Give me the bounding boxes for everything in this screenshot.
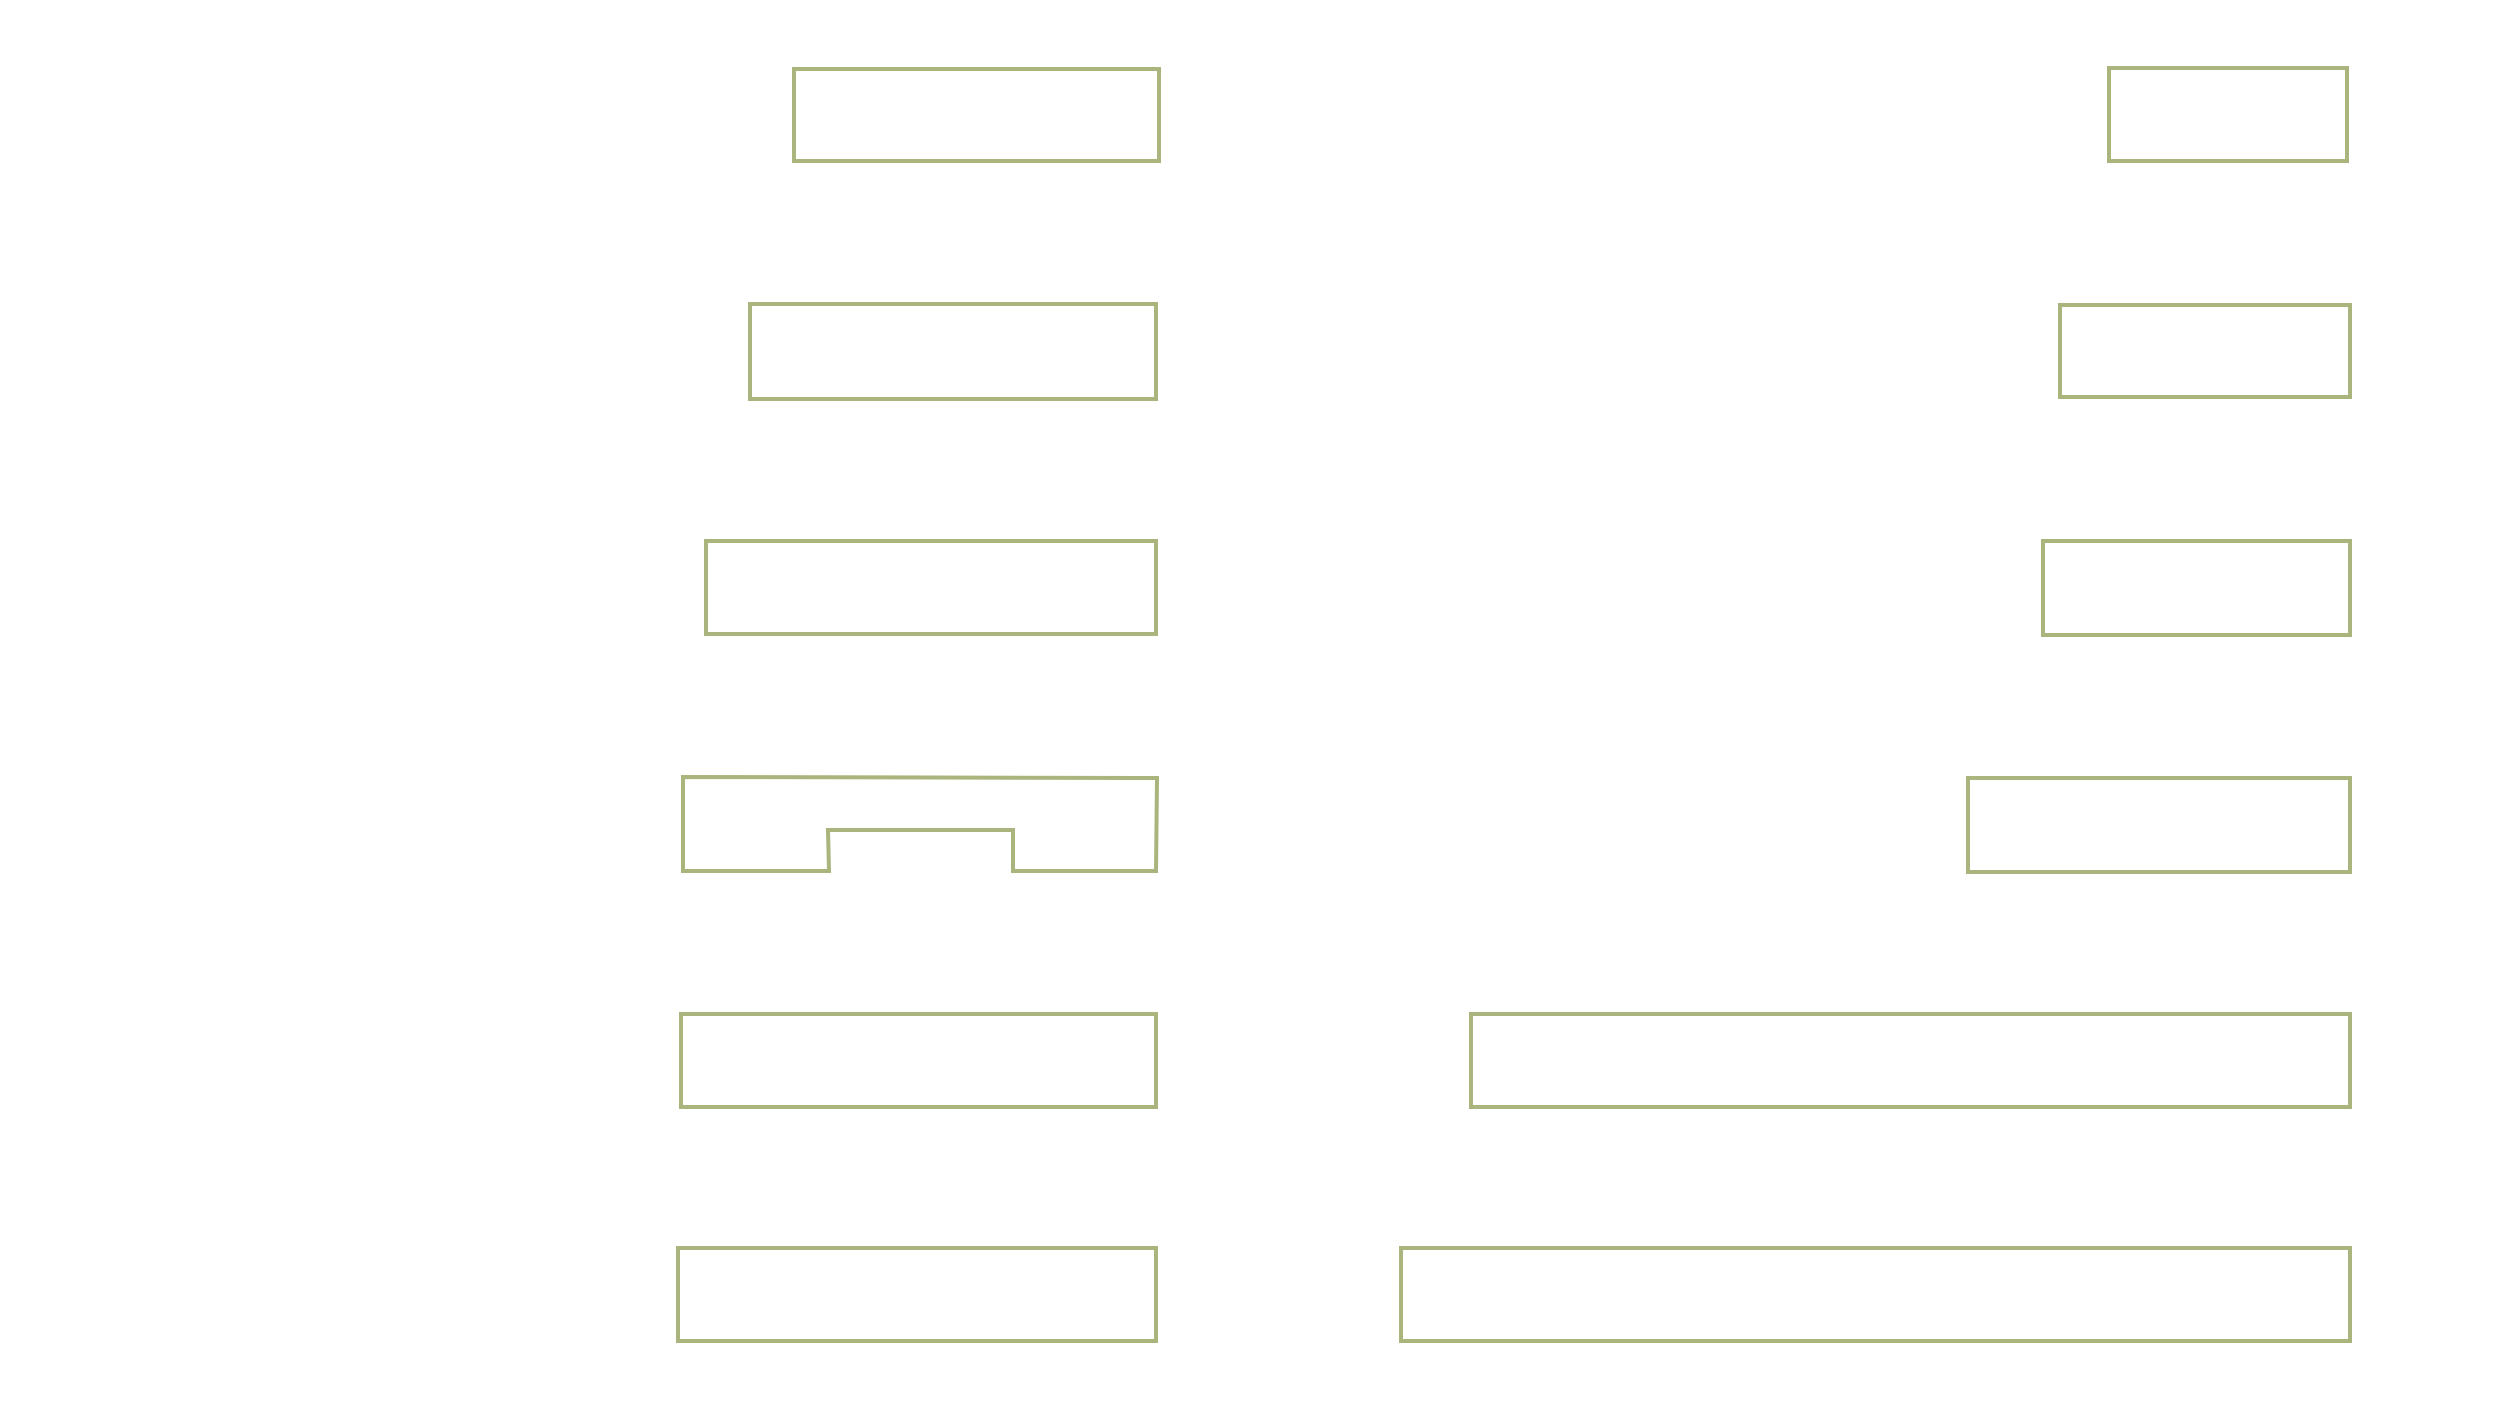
right-box-3 (2041, 539, 2352, 637)
right-box-1 (2107, 66, 2349, 163)
left-box-5 (679, 1012, 1158, 1109)
left-column (676, 67, 1161, 1343)
right-box-6 (1399, 1246, 2352, 1343)
right-column (1399, 66, 2352, 1343)
left-box-2 (748, 302, 1158, 401)
left-box-1 (792, 67, 1161, 163)
left-box-3 (704, 539, 1158, 636)
right-box-5 (1469, 1012, 2352, 1109)
right-box-2 (2058, 303, 2352, 399)
left-box-4-notched (681, 774, 1160, 873)
left-box-6 (676, 1246, 1158, 1343)
right-box-4 (1966, 776, 2352, 874)
